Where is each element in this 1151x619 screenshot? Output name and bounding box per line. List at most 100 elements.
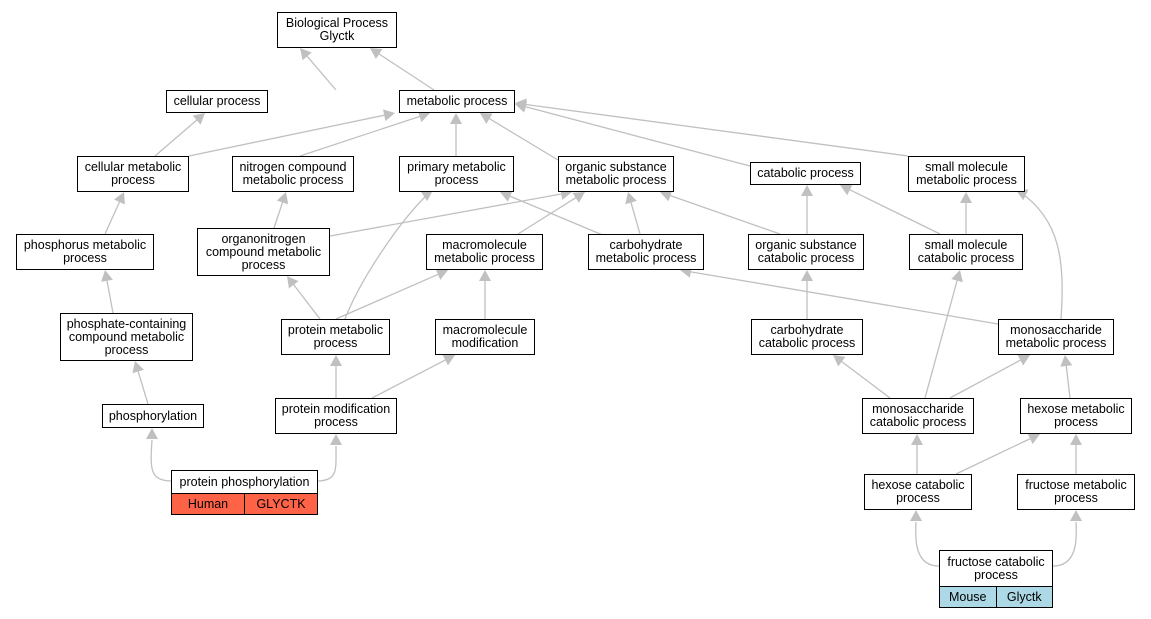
node-label-line: nitrogen compound [239, 160, 347, 174]
node-macromolecule-metabolic-process[interactable]: macromolecule metabolic process [426, 234, 543, 270]
edge-line [137, 371, 149, 405]
edge-line [273, 202, 284, 229]
leaf-protein-phosphorylation[interactable]: protein phosphorylation Human GLYCTK [171, 470, 318, 515]
node-label-line: phosphorus metabolic [23, 238, 147, 252]
node-label-line: process [314, 415, 358, 429]
edge-line [371, 359, 446, 399]
edge-line [106, 280, 114, 314]
node-label-line: protein metabolic [287, 323, 384, 337]
node-label-line: compound metabolic [68, 329, 185, 344]
edge-line [517, 197, 577, 235]
node-protein-modification-process[interactable]: protein modification process [275, 398, 397, 434]
node-label-line: metabolic process [434, 251, 535, 265]
edge-line [293, 284, 321, 320]
edge-line [489, 118, 559, 161]
node-label-line: Biological Process [285, 16, 389, 30]
node-catabolic-process[interactable]: catabolic process [750, 162, 861, 185]
edge-arrowhead [420, 190, 433, 202]
edge-arrowhead [1070, 510, 1082, 521]
node-cellular-process[interactable]: cellular process [166, 90, 268, 113]
edge-arrowhead [840, 184, 853, 196]
node-label-line: metabolic process [565, 173, 667, 187]
node-carbohydrate-metabolic-process[interactable]: carbohydrate metabolic process [588, 234, 704, 270]
species-cell: Human [187, 497, 229, 511]
node-label-line: metabolic process [595, 251, 697, 265]
edge-arrowhead [132, 361, 144, 374]
node-phosphate-containing-compound-metabolic-process[interactable]: phosphate-containing compound metabolic … [60, 313, 193, 361]
node-organonitrogen-compound-metabolic-process[interactable]: organonitrogen compound metabolic proces… [197, 228, 330, 276]
node-hexose-catabolic-process[interactable]: hexose catabolic process [864, 474, 972, 510]
edge-arrowhead [801, 270, 813, 281]
node-label-line: metabolic process [916, 173, 1017, 187]
node-label-line: catabolic process [757, 251, 855, 265]
node-primary-metabolic-process[interactable]: primary metabolic process [399, 156, 514, 192]
edge-arrowhead [442, 354, 455, 366]
node-label-line: monosaccharide [872, 402, 964, 416]
node-label-line: compound metabolic [205, 244, 322, 259]
edge-arrowhead [1027, 433, 1040, 445]
node-label-line: metabolic process [1005, 336, 1107, 350]
node-label-line: carbohydrate [609, 238, 683, 252]
node-cellular-metabolic-process[interactable]: cellular metabolic process [77, 156, 189, 192]
node-small-molecule-metabolic-process[interactable]: small molecule metabolic process [908, 156, 1025, 192]
node-monosaccharide-catabolic-process[interactable]: monosaccharide catabolic process [862, 398, 974, 434]
leaf-title-line: fructose catabolic [947, 554, 1045, 569]
node-label-line: catabolic process [757, 166, 854, 180]
edge-arrowhead [1017, 354, 1030, 366]
edge-line [841, 361, 891, 399]
gene-cell: GLYCTK [244, 494, 317, 514]
edge-arrowhead [801, 185, 813, 196]
edge-arrowhead [911, 434, 923, 445]
node-label-line: cellular process [173, 94, 261, 108]
node-biological-process[interactable]: Biological Process Glyctk [277, 12, 397, 48]
node-monosaccharide-metabolic-process[interactable]: monosaccharide metabolic process [998, 319, 1114, 355]
node-label-line: Glyctk [319, 29, 355, 43]
node-protein-metabolic-process[interactable]: protein metabolic process [281, 319, 390, 355]
edge-line [1065, 365, 1071, 399]
node-nitrogen-compound-metabolic-process[interactable]: nitrogen compound metabolic process [232, 156, 354, 192]
edge-arrowhead [625, 192, 637, 205]
node-phosphorus-metabolic-process[interactable]: phosphorus metabolic process [16, 234, 154, 270]
edge-line [154, 119, 198, 157]
node-label-line: process [313, 336, 358, 350]
node-label-line: process [241, 257, 286, 272]
edge-line [378, 53, 435, 91]
edge-arrowhead [500, 190, 513, 202]
edge-arrowhead [1070, 434, 1082, 445]
node-macromolecule-modification[interactable]: macromolecule modification [435, 319, 535, 355]
node-label-line: small molecule [925, 160, 1008, 174]
leaf-fructose-catabolic-process[interactable]: fructose catabolic process Mouse Glyctk [939, 550, 1053, 608]
edge-arrowhead [101, 270, 113, 282]
edge-arrowhead [330, 355, 342, 366]
node-label-line: organic substance [565, 160, 667, 174]
node-label-line: process [111, 173, 155, 187]
node-organic-substance-metabolic-process[interactable]: organic substance metabolic process [558, 156, 674, 192]
node-phosphorylation[interactable]: phosphorylation [102, 404, 204, 428]
node-label-line: carbohydrate [770, 323, 844, 337]
edge-arrowhead [572, 192, 585, 203]
node-label-line: process [896, 491, 940, 505]
leaf-annotation-row: Mouse Glyctk [940, 587, 1052, 607]
edge-arrowhead [660, 189, 673, 202]
node-organic-substance-catabolic-process[interactable]: organic substance catabolic process [748, 234, 864, 270]
node-carbohydrate-catabolic-process[interactable]: carbohydrate catabolic process [751, 319, 863, 355]
leaf-annotation-row: Human GLYCTK [172, 494, 317, 514]
edge-arrowhead [113, 192, 125, 205]
node-fructose-metabolic-process[interactable]: fructose metabolic process [1017, 474, 1135, 510]
edge-line [924, 280, 958, 399]
node-label-line: primary metabolic [407, 160, 506, 174]
node-label-line: macromolecule [442, 238, 527, 252]
edge-arrowhead [300, 48, 312, 61]
node-small-molecule-catabolic-process[interactable]: small molecule catabolic process [909, 234, 1023, 270]
edge-arrowhead [383, 109, 395, 122]
edge-arrowhead [479, 270, 491, 281]
edge-arrowhead [480, 113, 493, 124]
edge-arrowhead [515, 98, 527, 111]
node-label-line: small molecule [924, 238, 1008, 252]
edge-arrowhead [287, 276, 299, 289]
edge-arrowhead [960, 192, 972, 203]
node-metabolic-process[interactable]: metabolic process [399, 90, 515, 113]
edge-arrowhead [1016, 189, 1029, 201]
species-cell: Mouse [948, 590, 987, 604]
node-hexose-metabolic-process[interactable]: hexose metabolic process [1020, 398, 1132, 434]
